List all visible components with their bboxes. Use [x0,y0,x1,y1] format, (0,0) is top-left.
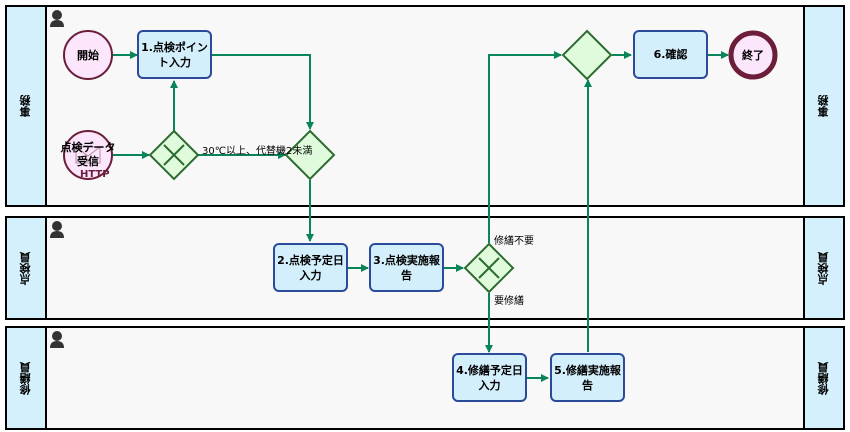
flow-label-condition: 30℃以上、代替機2未満 [202,146,313,157]
flow-task1-to-gw2[interactable] [212,54,314,130]
lane-tenkenin: 点検員 点検員 [5,216,845,320]
lane-header-left: 点検員 [7,218,47,318]
flow-gw3-to-gw4[interactable] [488,51,562,243]
task-label: 4.修繕予定日入力 [456,363,523,392]
start-event[interactable] [63,30,113,80]
flow-label-repair-needed: 要修繕 [494,296,524,307]
user-icon [50,10,64,27]
task-3-inspection-report[interactable]: 3.点検実施報告 [369,243,444,292]
lane-header-left: 修繕員 [7,328,47,428]
lane-header-right: 点検員 [803,218,843,318]
lane-header-left: 事務 [7,7,47,205]
message-start-sublabel: HTTP [80,169,110,180]
message-start-label: 点検データ受信 [60,141,116,168]
task-2-input-inspection-date[interactable]: 2.点検予定日入力 [273,243,348,292]
end-event-label: 終了 [742,48,764,62]
exclusive-gateway-3[interactable] [463,242,515,294]
message-start-event[interactable] [63,130,113,180]
gateway-4[interactable] [561,29,613,81]
task-label: 5.修繕実施報告 [554,363,621,392]
gateway-2[interactable] [284,129,336,181]
lane-header-right: 修繕員 [803,328,843,428]
task-5-repair-report[interactable]: 5.修繕実施報告 [550,353,625,402]
task-1-input-inspection-points[interactable]: 1.点検ポイント入力 [137,30,212,79]
task-6-confirm[interactable]: 6.確認 [633,30,708,79]
lane-header-right: 事務 [803,7,843,205]
flow-label-no-repair: 修繕不要 [494,236,534,247]
task-label: 1.点検ポイント入力 [141,40,208,69]
user-icon [50,221,64,238]
task-4-input-repair-date[interactable]: 4.修繕予定日入力 [452,353,527,402]
x-marker-icon [163,144,185,166]
end-event[interactable] [728,30,778,80]
envelope-icon [75,146,101,164]
task-label: 3.点検実施報告 [373,253,440,282]
task-label: 6.確認 [653,48,688,61]
x-marker-icon [478,257,500,279]
exclusive-gateway-1[interactable] [148,129,200,181]
start-event-label: 開始 [77,48,99,62]
lane-shuzenin: 修繕員 修繕員 [5,326,845,430]
user-icon [50,331,64,348]
task-label: 2.点検予定日入力 [277,253,344,282]
